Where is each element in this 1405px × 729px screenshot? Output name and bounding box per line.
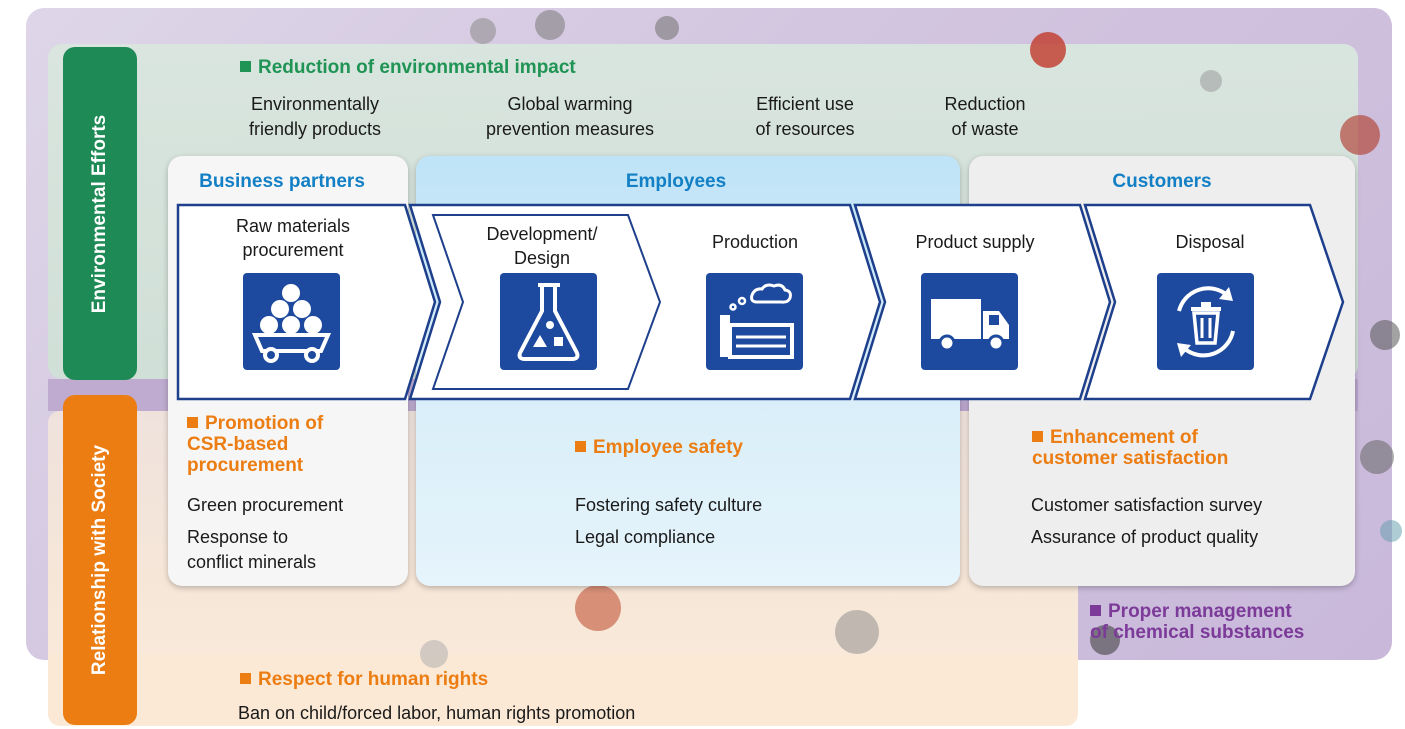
legal-compliance-text: Legal compliance (575, 527, 716, 547)
customer-satisfaction-heading-text: Enhancement of customer satisfaction (1032, 427, 1229, 469)
employee-safety-heading: Employee safety (575, 437, 743, 458)
conflict-minerals-text: Response to conflict minerals (187, 527, 317, 572)
customer-satisfaction-heading: Enhancement of customer satisfaction (1032, 427, 1228, 469)
square-bullet-icon (1032, 431, 1043, 442)
molecule-atom (535, 10, 565, 40)
stage-development-label: Development/ Design (486, 224, 598, 268)
green-procurement-text: Green procurement (187, 495, 344, 515)
human-rights-heading-text: Respect for human rights (258, 669, 489, 690)
molecule-atom (1090, 625, 1120, 655)
chemical-substances-heading-text: Proper management of chemical substances (1090, 601, 1305, 643)
stage-production-label: Production (711, 232, 799, 252)
human-rights-text: Ban on child/forced labor, human rights … (238, 703, 636, 723)
csr-procurement-heading: Promotion of CSR-based procurement (187, 413, 323, 476)
environmental-heading-text: Reduction of environmental impact (258, 57, 576, 78)
product-quality-text: Assurance of product quality (1031, 527, 1259, 547)
society-bottom-band (48, 655, 1078, 725)
truck-icon (921, 273, 1018, 370)
recycle-bin-icon (1157, 273, 1254, 370)
molecule-atom (835, 610, 879, 654)
factory-icon (706, 273, 803, 370)
env-item-global-warming: Global warming prevention measures (485, 94, 655, 139)
csr-procurement-heading-text: Promotion of CSR-based procurement (187, 413, 324, 476)
safety-culture-text: Fostering safety culture (575, 495, 763, 515)
business-partners-title: Business partners (199, 171, 365, 192)
chemical-substances-heading: Proper management of chemical substances (1090, 601, 1304, 643)
square-bullet-icon (575, 441, 586, 452)
environmental-efforts-label: Environmental Efforts (63, 47, 137, 380)
stage-disposal-label: Disposal (1175, 232, 1245, 252)
molecule-atom (1360, 440, 1394, 474)
stage-raw-materials-label: Raw materials procurement (235, 216, 351, 260)
employees-title: Employees (625, 171, 727, 192)
molecule-atom (655, 16, 679, 40)
environmental-heading: Reduction of environmental impact (240, 57, 576, 79)
relationship-with-society-label: Relationship with Society (63, 395, 137, 725)
env-item-waste: Reduction of waste (944, 94, 1026, 139)
molecule-atom (1030, 32, 1066, 68)
molecule-atom (575, 585, 621, 631)
molecule-atom (1340, 115, 1380, 155)
molecule-atom (1200, 70, 1222, 92)
env-item-resources: Efficient use of resources (755, 94, 855, 139)
stage-product-supply-label: Product supply (915, 232, 1035, 252)
square-bullet-icon (240, 673, 251, 684)
employee-safety-heading-text: Employee safety (593, 437, 743, 458)
molecule-atom (420, 640, 448, 668)
molecule-atom (1370, 320, 1400, 350)
flask-icon (500, 273, 597, 370)
customers-title: Customers (1112, 171, 1212, 192)
molecule-atom (1380, 520, 1402, 542)
square-bullet-icon (1090, 605, 1101, 616)
satisfaction-survey-text: Customer satisfaction survey (1031, 495, 1263, 515)
human-rights-heading: Respect for human rights (240, 669, 488, 690)
env-item-products: Environmentally friendly products (248, 94, 382, 139)
square-bullet-icon (240, 61, 251, 72)
square-bullet-icon (187, 417, 198, 428)
chevron-development-design (431, 214, 662, 390)
cart-of-balls-icon (243, 273, 340, 370)
molecule-atom (470, 18, 496, 44)
